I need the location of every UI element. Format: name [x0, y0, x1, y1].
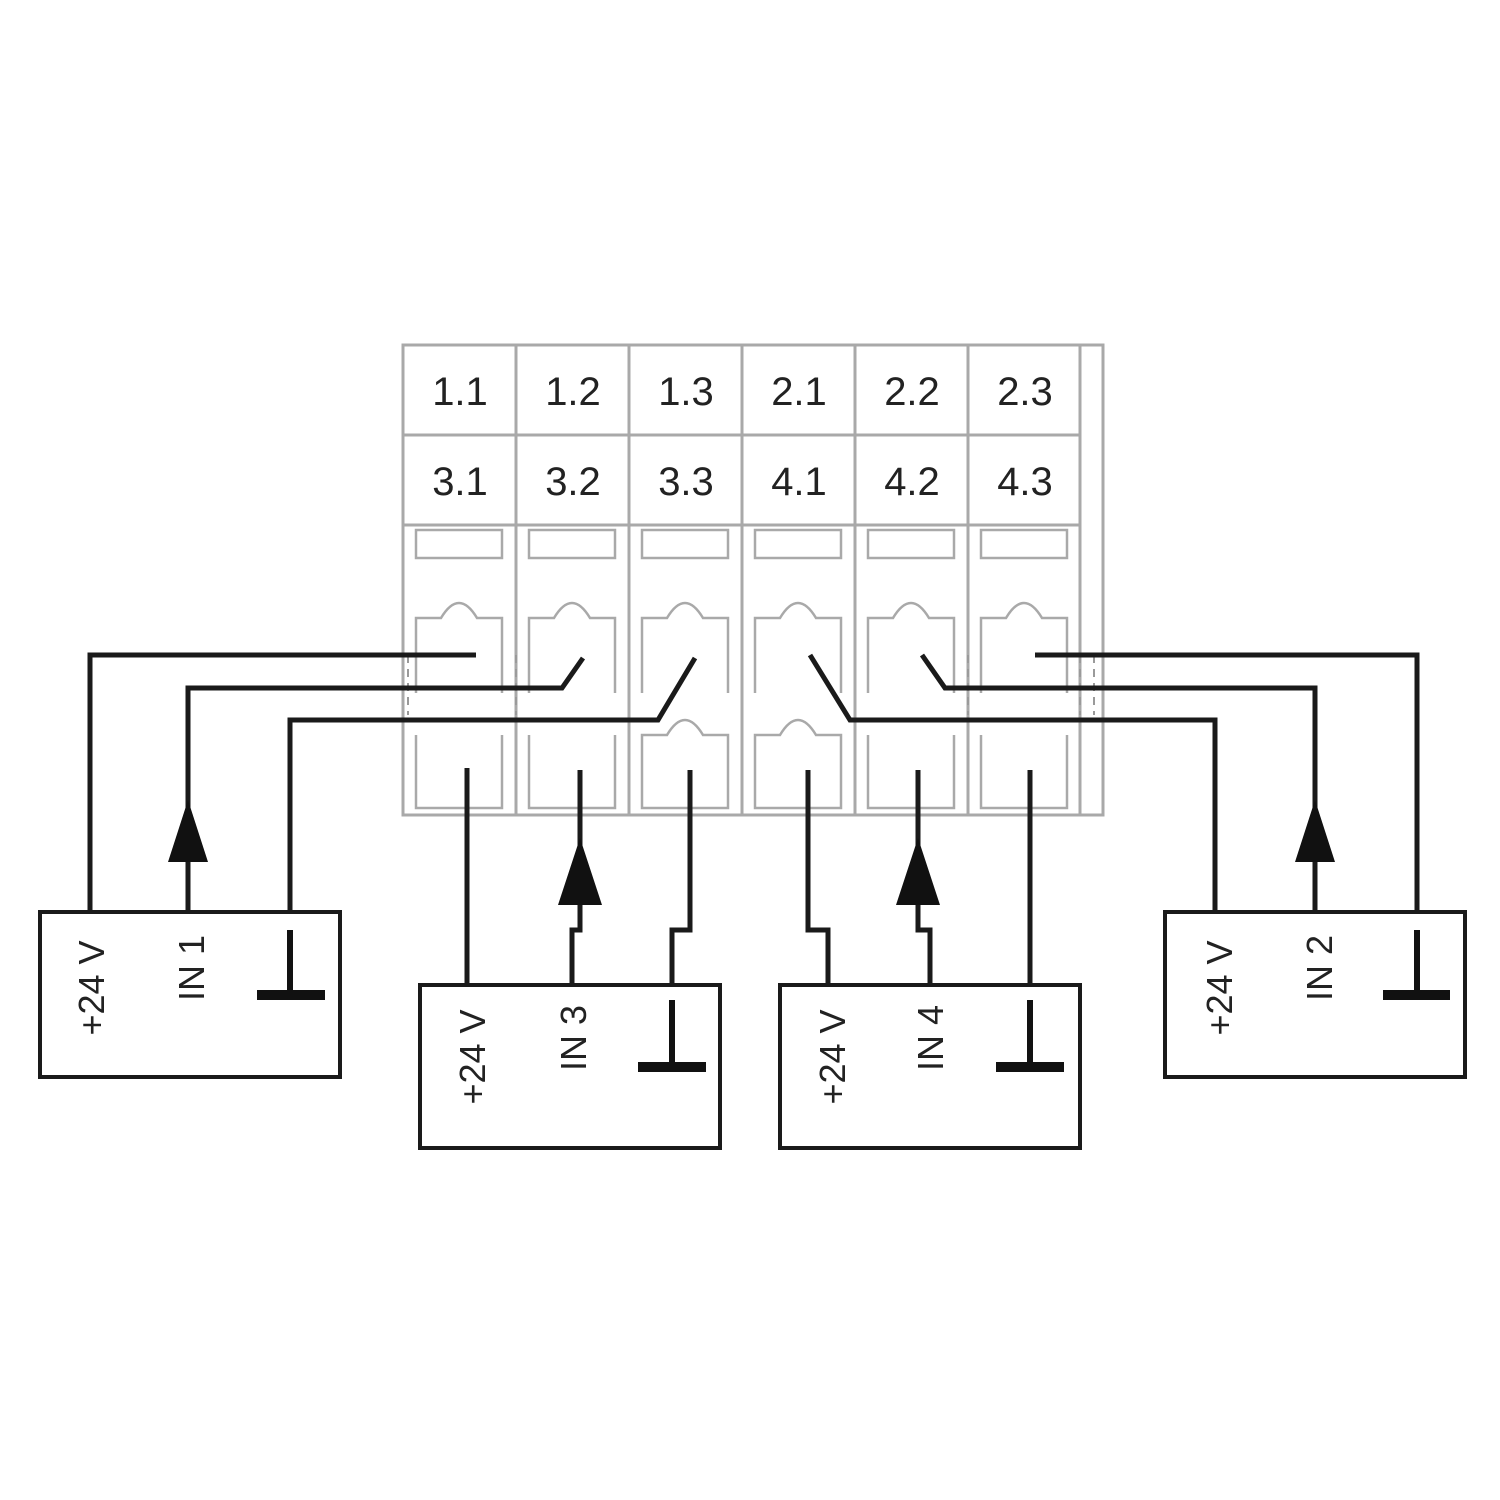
- signal-arrow-in-3: [558, 838, 602, 905]
- device-4-wiring: [805, 770, 1033, 1000]
- ground-symbol-icon: [996, 1000, 1064, 1072]
- device-box-in-4: +24 V IN 4: [778, 983, 1082, 1150]
- ground-symbol-icon: [1383, 930, 1450, 1000]
- terminal-label-4-1: 4.1: [771, 460, 827, 504]
- device-3-wiring: [464, 768, 693, 1000]
- input-label: IN 2: [1299, 935, 1340, 1001]
- wire-supply-1-1: [87, 652, 476, 912]
- terminal-block-outline: [401, 343, 1105, 817]
- release-slot: [414, 528, 504, 560]
- upper-spring-clamp: [753, 601, 843, 693]
- wire-supply-2-1: [807, 653, 1218, 912]
- lower-spring-clamp: [414, 735, 504, 810]
- release-slot: [866, 528, 956, 560]
- upper-spring-clamp: [527, 601, 617, 693]
- terminal-label-2-3: 2.3: [997, 370, 1053, 414]
- lower-spring-clamp: [979, 735, 1069, 810]
- release-slot: [640, 528, 730, 560]
- wire-input-1-2: [185, 656, 586, 912]
- lower-spring-clamp: [866, 735, 956, 810]
- release-slot: [527, 528, 617, 560]
- upper-spring-clamp: [979, 601, 1069, 693]
- signal-arrow-in-2: [1295, 800, 1335, 862]
- device-2-wiring: [807, 652, 1420, 912]
- supply-label: +24 V: [1199, 940, 1240, 1035]
- wire-ground-3-3: [669, 770, 693, 1000]
- signal-arrow-in-1: [168, 800, 208, 862]
- supply-label: +24 V: [812, 1009, 853, 1104]
- supply-label: +24 V: [452, 1009, 493, 1104]
- release-slot: [753, 528, 843, 560]
- terminal-label-2-1: 2.1: [771, 370, 827, 414]
- terminal-label-1-2: 1.2: [545, 370, 601, 414]
- input-label: IN 3: [553, 1005, 594, 1071]
- ground-symbol-icon: [638, 1000, 706, 1072]
- upper-spring-clamp: [414, 601, 504, 693]
- terminal-label-4-2: 4.2: [884, 460, 940, 504]
- supply-label: +24 V: [71, 940, 112, 1035]
- wire-ground-1-3: [287, 656, 698, 912]
- terminal-block: 1.1 1.2 1.3 2.1 2.2 2.3 3.1 3.2 3.3 4.1 …: [401, 343, 1105, 817]
- device-box-in-3: +24 V IN 3: [418, 983, 722, 1150]
- upper-spring-clamp: [640, 601, 730, 693]
- terminal-label-3-1: 3.1: [432, 460, 488, 504]
- lower-spring-clamp: [753, 718, 843, 810]
- terminal-label-3-2: 3.2: [545, 460, 601, 504]
- input-label: IN 4: [910, 1005, 951, 1071]
- release-slot: [979, 528, 1069, 560]
- lower-spring-clamp: [527, 735, 617, 810]
- terminal-label-1-1: 1.1: [432, 370, 488, 414]
- wire-supply-4-1: [805, 770, 831, 985]
- lower-spring-clamp: [640, 718, 730, 810]
- terminal-label-1-3: 1.3: [658, 370, 714, 414]
- wire-ground-2-3: [1035, 652, 1420, 912]
- dashed-guides: [407, 655, 1095, 715]
- ground-symbol-icon: [257, 930, 325, 1000]
- device-1-wiring: [87, 652, 698, 912]
- terminal-label-4-3: 4.3: [997, 460, 1053, 504]
- terminal-label-2-2: 2.2: [884, 370, 940, 414]
- device-box-in-1: +24 V IN 1: [38, 910, 342, 1079]
- signal-arrow-in-4: [896, 838, 940, 905]
- terminal-label-3-3: 3.3: [658, 460, 714, 504]
- input-label: IN 1: [171, 935, 212, 1001]
- device-box-in-2: +24 V IN 2: [1163, 910, 1467, 1079]
- upper-spring-clamp: [866, 601, 956, 693]
